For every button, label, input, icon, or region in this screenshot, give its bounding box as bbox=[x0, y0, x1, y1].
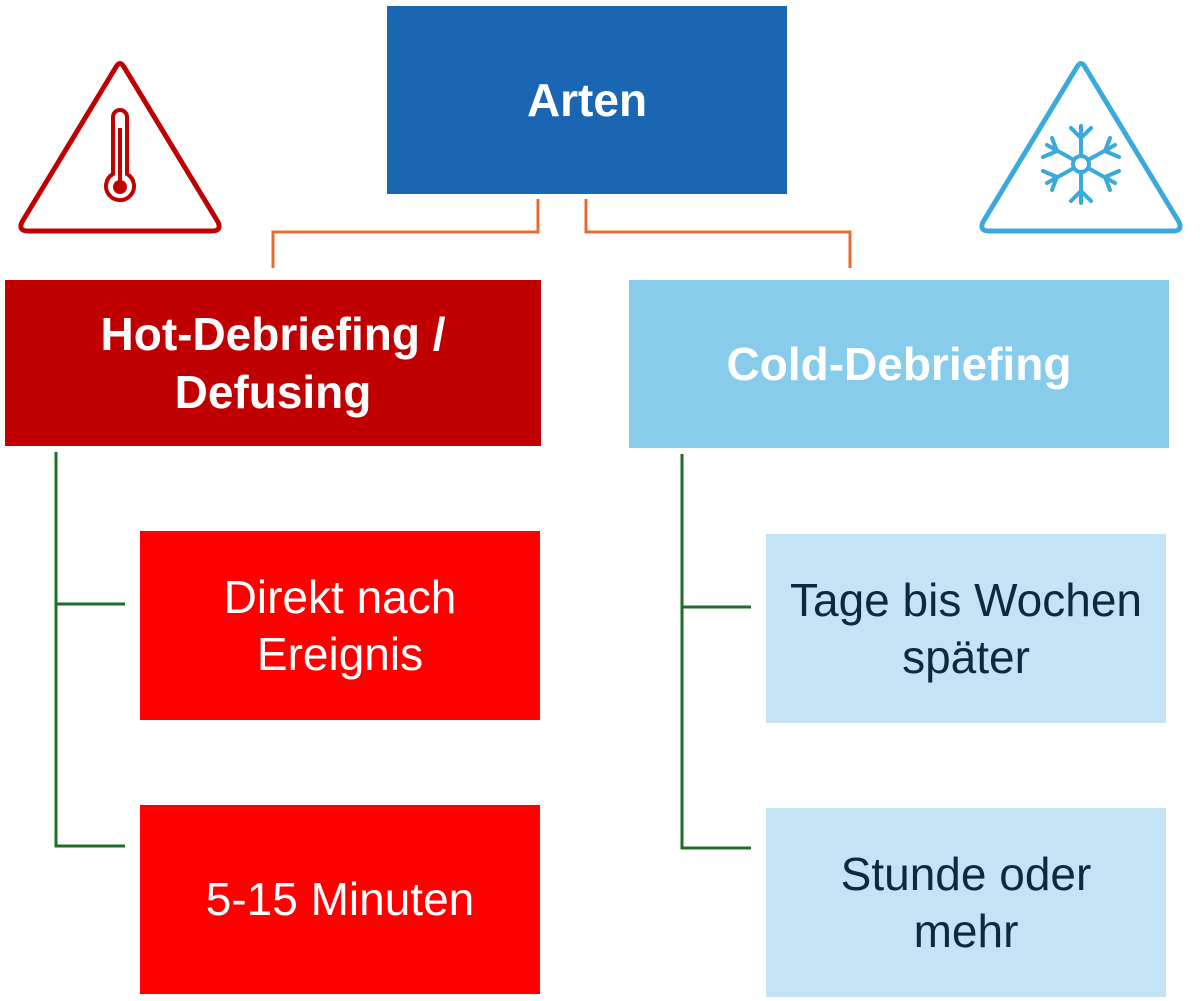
cold-debriefing-label: Cold-Debriefing bbox=[726, 338, 1072, 390]
hot-child-node: 5-15 Minuten bbox=[140, 805, 540, 994]
cold-child-node: Stunde oder mehr bbox=[766, 808, 1166, 997]
hot-child-label: Direkt nach Ereignis bbox=[223, 570, 457, 680]
hot-debriefing-node: Hot-Debriefing / Defusing bbox=[5, 280, 541, 446]
cold-child-label: Stunde oder mehr bbox=[840, 847, 1092, 957]
cold-warning-triangle bbox=[979, 61, 1183, 234]
cold-debriefing-node: Cold-Debriefing bbox=[629, 280, 1169, 448]
connector-root-to-cold bbox=[584, 199, 852, 268]
root-label: Arten bbox=[526, 74, 648, 126]
root-connector bbox=[271, 199, 852, 268]
cold-child-node: Tage bis Wochen später bbox=[766, 534, 1166, 723]
thermometer-warning-icon bbox=[18, 61, 222, 234]
hot-debriefing-label: Hot-Debriefing / Defusing bbox=[100, 308, 446, 418]
root-node: Arten bbox=[387, 6, 787, 194]
connector-cold-spine bbox=[680, 454, 751, 850]
hot-child-label: 5-15 Minuten bbox=[205, 873, 475, 925]
connector-root-to-hot bbox=[271, 199, 540, 268]
hot-warning-triangle bbox=[18, 61, 222, 234]
thermometer-icon bbox=[104, 108, 136, 203]
cold-branch-connector bbox=[680, 454, 751, 850]
thermometer-bulb bbox=[113, 180, 127, 194]
snowflake-warning-icon bbox=[979, 61, 1183, 234]
hot-child-node: Direkt nach Ereignis bbox=[140, 531, 540, 720]
hot-branch-connector bbox=[54, 452, 125, 848]
cold-child-label: Tage bis Wochen später bbox=[789, 573, 1143, 683]
connector-hot-spine bbox=[54, 452, 125, 848]
snowflake-icon bbox=[1041, 124, 1121, 205]
